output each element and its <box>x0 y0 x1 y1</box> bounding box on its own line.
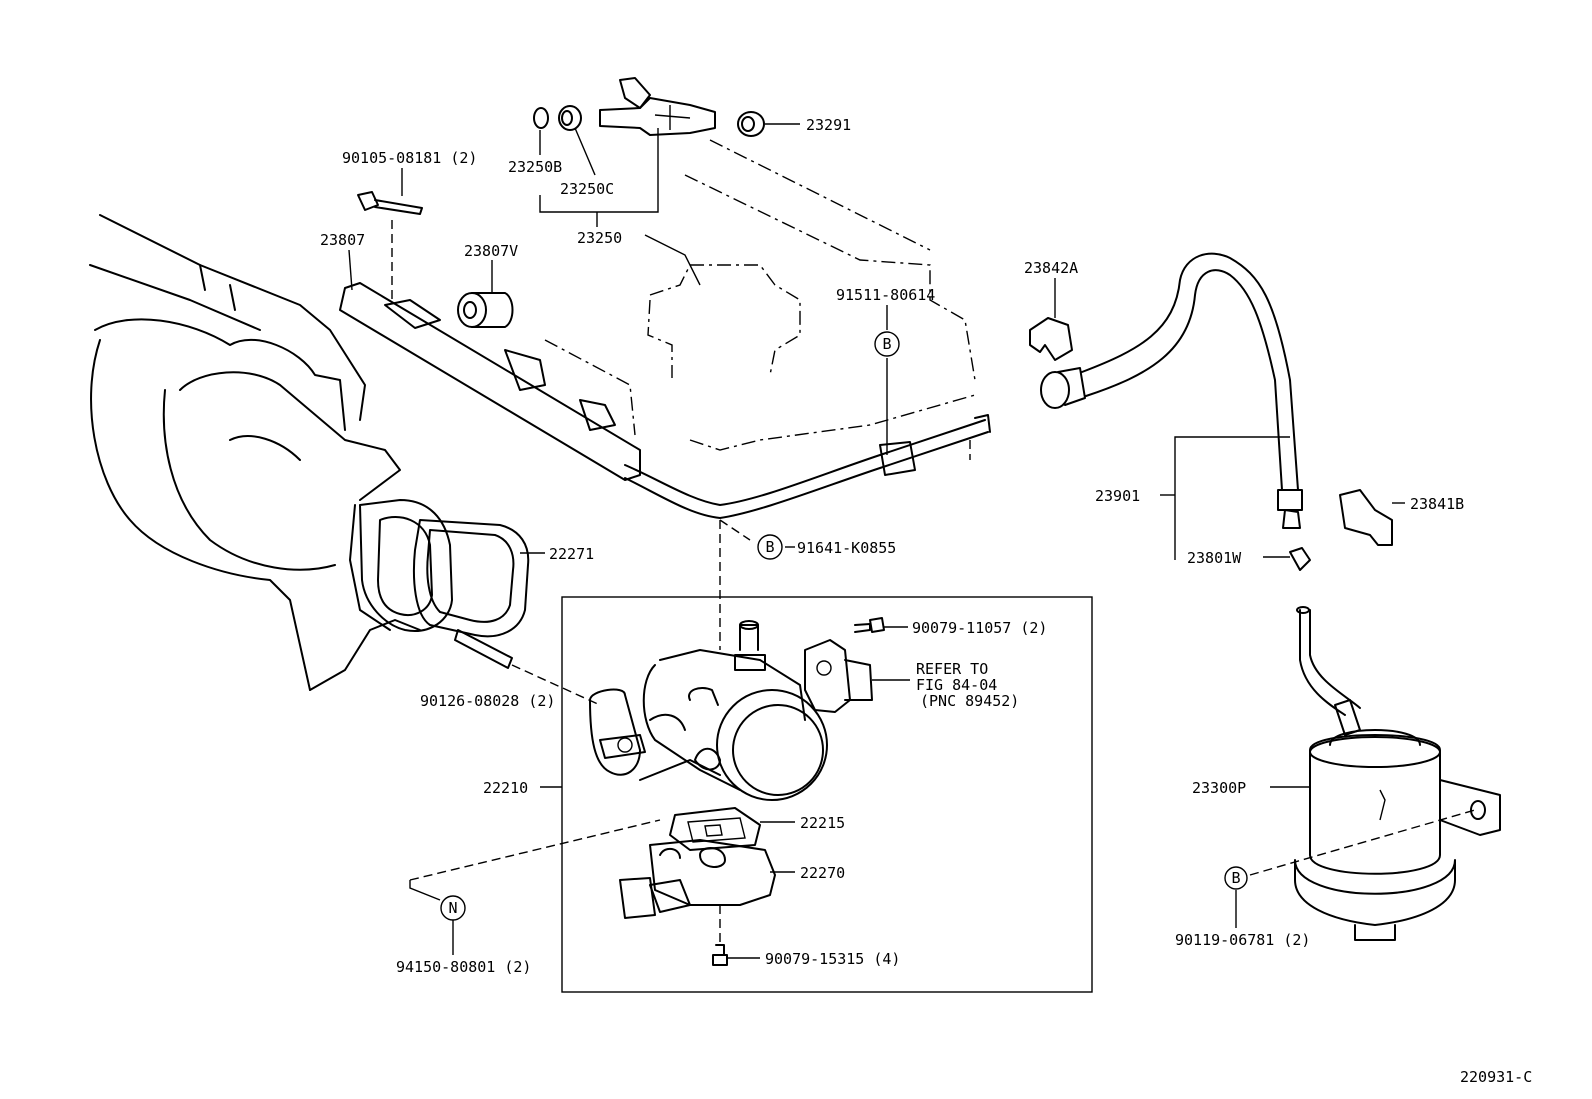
gasket-22215-drawing <box>669 807 761 851</box>
throttle-body-assembly-frame <box>561 596 1093 993</box>
screw-90079-11057-drawing <box>854 617 885 633</box>
label-23250b: 23250B <box>508 158 562 176</box>
label-23842a: 23842A <box>1024 259 1078 277</box>
label-91641-k0855: 91641-K0855 <box>797 539 896 557</box>
fuel-delivery-pipe-drawing <box>339 282 991 519</box>
stud-90126-drawing <box>454 629 601 706</box>
label-90126-08028: 90126-08028 (2) <box>420 692 555 710</box>
label-23250c: 23250C <box>560 180 614 198</box>
clamp-23841b-drawing <box>1339 489 1393 546</box>
label-22270: 22270 <box>800 864 845 882</box>
intake-manifold-drawing <box>89 214 421 691</box>
svg-text:B: B <box>765 538 774 556</box>
mark-b-top: B <box>874 331 900 357</box>
isc-valve-22270-drawing <box>619 839 776 945</box>
label-94150-80801: 94150-80801 (2) <box>396 958 531 976</box>
engine-cover-outline <box>544 139 976 650</box>
label-22210: 22210 <box>483 779 528 797</box>
label-refer-line1: REFER TO <box>916 660 988 678</box>
label-90105-08181: 90105-08181 (2) <box>342 149 477 167</box>
label-23807v: 23807V <box>464 242 518 260</box>
injector-drawing <box>533 77 765 137</box>
label-refer-line3: (PNC 89452) <box>920 692 1019 710</box>
svg-text:B: B <box>1231 869 1240 887</box>
label-23901: 23901 <box>1095 487 1140 505</box>
pressure-regulator-23300p-drawing <box>1294 606 1501 941</box>
mark-n: N <box>440 895 466 921</box>
leader-lines <box>348 123 1476 959</box>
diagram-id: 220931-C <box>1460 1068 1532 1086</box>
screw-90079-15315-drawing <box>712 944 728 966</box>
clip-23801w-drawing <box>1289 547 1311 571</box>
mark-b-mid: B <box>757 534 783 560</box>
grommet-23807v-drawing <box>457 292 514 328</box>
label-23300p: 23300P <box>1192 779 1246 797</box>
label-22271: 22271 <box>549 545 594 563</box>
bolt-90105-drawing <box>357 191 423 300</box>
label-23807: 23807 <box>320 231 365 249</box>
label-90079-11057: 90079-11057 (2) <box>912 619 1047 637</box>
label-23250: 23250 <box>577 229 622 247</box>
label-23841b: 23841B <box>1410 495 1464 513</box>
svg-text:B: B <box>882 335 891 353</box>
throttle-body-22210-drawing <box>589 620 828 801</box>
fuel-hose-23901-drawing <box>1029 252 1303 529</box>
label-90119-06781: 90119-06781 (2) <box>1175 931 1310 949</box>
label-23291: 23291 <box>806 116 851 134</box>
throttle-position-sensor-drawing <box>804 639 873 713</box>
label-90079-15315: 90079-15315 (4) <box>765 950 900 968</box>
gasket-22271-drawing <box>359 499 530 638</box>
label-23801w: 23801W <box>1187 549 1242 567</box>
label-22215: 22215 <box>800 814 845 832</box>
label-refer-line2: FIG 84-04 <box>916 676 997 694</box>
mark-b-regulator: B <box>1224 866 1248 890</box>
svg-text:N: N <box>448 899 457 917</box>
label-91511-80614: 91511-80614 <box>836 286 935 304</box>
